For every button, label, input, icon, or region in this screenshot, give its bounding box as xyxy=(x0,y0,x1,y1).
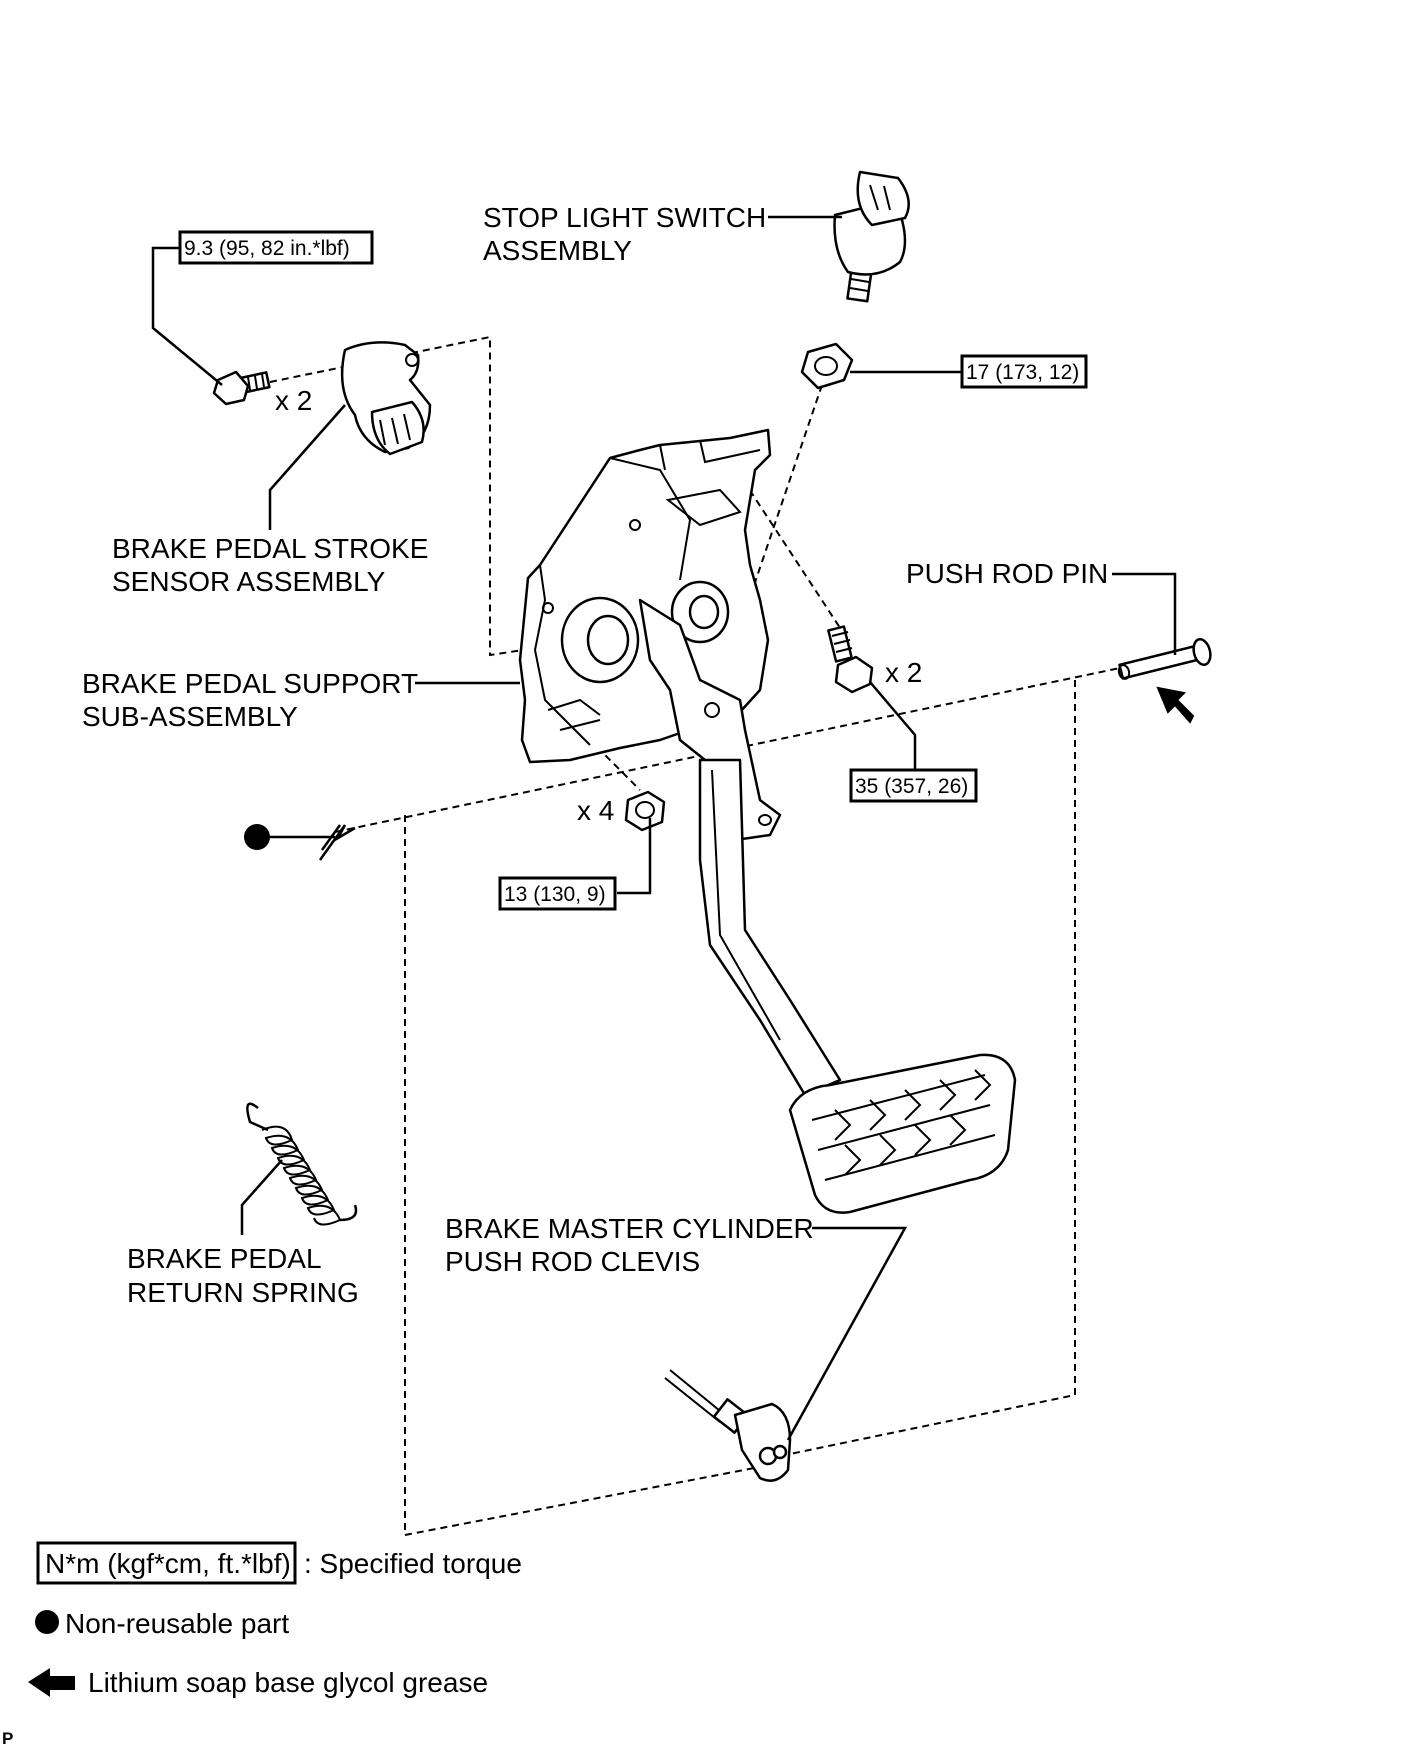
stop-light-switch-label-2: ASSEMBLY xyxy=(483,235,632,266)
nut-qty: x 4 xyxy=(577,795,614,826)
switch-nut-part xyxy=(800,342,854,390)
sensor-bolt-part xyxy=(212,370,271,406)
legend-torque-unit: N*m (kgf*cm, ft.*lbf) xyxy=(45,1548,291,1579)
legend-non-reusable-icon xyxy=(35,1610,59,1634)
stroke-sensor-label-1: BRAKE PEDAL STROKE xyxy=(112,533,428,564)
return-spring-label-1: BRAKE PEDAL xyxy=(127,1243,322,1274)
stop-light-switch-part xyxy=(833,170,910,303)
push-rod-pin-label: PUSH ROD PIN xyxy=(906,558,1108,589)
push-rod-pin-part xyxy=(1117,637,1212,680)
pedal-support-label-1: BRAKE PEDAL SUPPORT xyxy=(82,668,418,699)
non-reusable-dot-icon xyxy=(244,824,270,850)
torque-spec-switch-nut: 17 (173, 12) xyxy=(960,354,1088,389)
stroke-sensor-part xyxy=(340,341,432,456)
torque-spec-sensor-bolt: 9.3 (95, 82 in.*lbf) xyxy=(178,230,374,265)
torque-value: 9.3 (95, 82 in.*lbf) xyxy=(184,237,350,260)
torque-value: 17 (173, 12) xyxy=(966,361,1079,384)
push-rod-clevis-part xyxy=(664,1369,792,1482)
stroke-sensor-label-2: SENSOR ASSEMBLY xyxy=(112,566,386,597)
brake-pedal-pad-part xyxy=(788,1053,1017,1214)
stop-light-switch-label-1: STOP LIGHT SWITCH xyxy=(483,202,766,233)
sensor-bolt-qty: x 2 xyxy=(275,385,312,416)
footer-mark: P xyxy=(2,1729,13,1748)
brake-pedal-support-part xyxy=(518,428,782,842)
legend: N*m (kgf*cm, ft.*lbf) : Specified torque… xyxy=(2,1541,522,1748)
clip-part xyxy=(318,824,356,861)
legend-grease-arrow-icon xyxy=(28,1668,75,1697)
return-spring-label-2: RETURN SPRING xyxy=(127,1277,359,1308)
support-bolt-qty: x 2 xyxy=(885,657,922,688)
pedal-support-label-2: SUB-ASSEMBLY xyxy=(82,701,298,732)
legend-non-reusable-text: Non-reusable part xyxy=(65,1608,289,1639)
part-labels: STOP LIGHT SWITCH ASSEMBLY BRAKE PEDAL S… xyxy=(82,202,1108,1308)
grease-arrow-icon xyxy=(1156,686,1195,724)
support-bolt-part xyxy=(827,625,874,694)
torque-spec-support-bolt: 35 (357, 26) xyxy=(849,768,978,803)
torque-value: 13 (130, 9) xyxy=(504,883,606,906)
push-rod-clevis-label-2: PUSH ROD CLEVIS xyxy=(445,1246,700,1277)
legend-torque-text: : Specified torque xyxy=(304,1548,522,1579)
return-spring-part xyxy=(246,1102,358,1226)
leader-lines xyxy=(151,215,1177,1441)
legend-grease-text: Lithium soap base glycol grease xyxy=(88,1667,488,1698)
nut-part xyxy=(624,790,666,832)
torque-spec-nut: 13 (130, 9) xyxy=(498,876,617,911)
torque-value: 35 (357, 26) xyxy=(855,775,968,798)
push-rod-clevis-label-1: BRAKE MASTER CYLINDER xyxy=(445,1213,814,1244)
